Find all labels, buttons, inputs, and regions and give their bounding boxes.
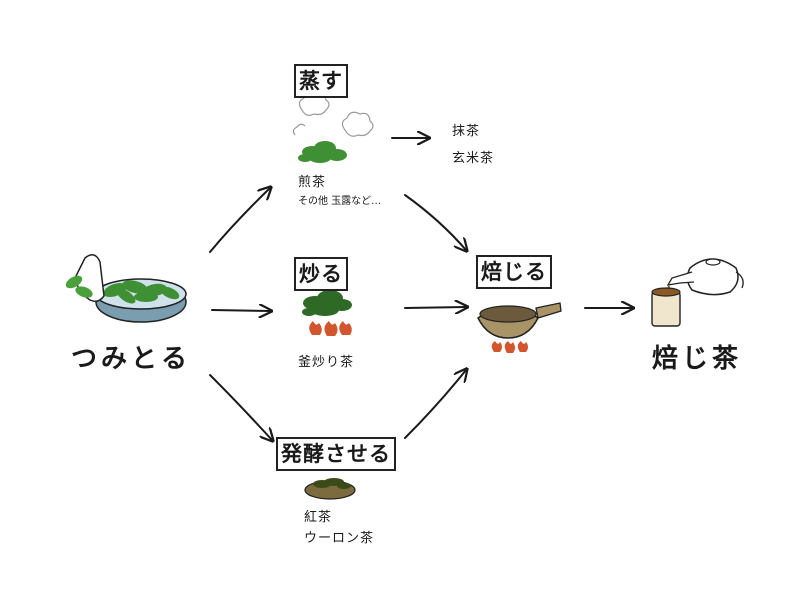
fermented-leaves-icon [304, 478, 356, 500]
source-label: つみとる [71, 344, 192, 374]
roasting-pot-icon [477, 302, 562, 353]
hand-picking-leaves-icon [65, 254, 187, 323]
ferment-product-oolong: ウーロン茶 [304, 531, 375, 546]
steam-note: その他 玉露など… [298, 196, 382, 207]
process-label-steam: 蒸す [294, 64, 348, 98]
final-label: 焙じ茶 [652, 344, 743, 374]
arrow-pick-to-steam [209, 188, 270, 253]
arrow-roast-to-bake [404, 307, 466, 308]
arrow-pick-to-ferment [209, 374, 272, 440]
process-label-ferment: 発酵させる [276, 437, 396, 471]
pan-roasted-leaves-icon [302, 290, 352, 336]
ferment-product-black-tea: 紅茶 [304, 510, 333, 525]
process-label-roast: 炒る [294, 257, 348, 291]
branch-product-genmaicha: 玄米茶 [452, 151, 495, 166]
process-label-bake: 焙じる [476, 255, 552, 289]
arrow-steam-to-bake [404, 194, 466, 250]
arrow-ferment-to-bake [404, 370, 466, 439]
branch-product-matcha: 抹茶 [452, 124, 481, 139]
roast-product: 釜炒り茶 [298, 355, 355, 370]
teapot-and-cup-icon [651, 258, 744, 327]
arrow-pick-to-roast [211, 310, 270, 311]
steam-product: 煎茶 [298, 175, 327, 190]
steamed-leaves-icon [292, 91, 374, 163]
